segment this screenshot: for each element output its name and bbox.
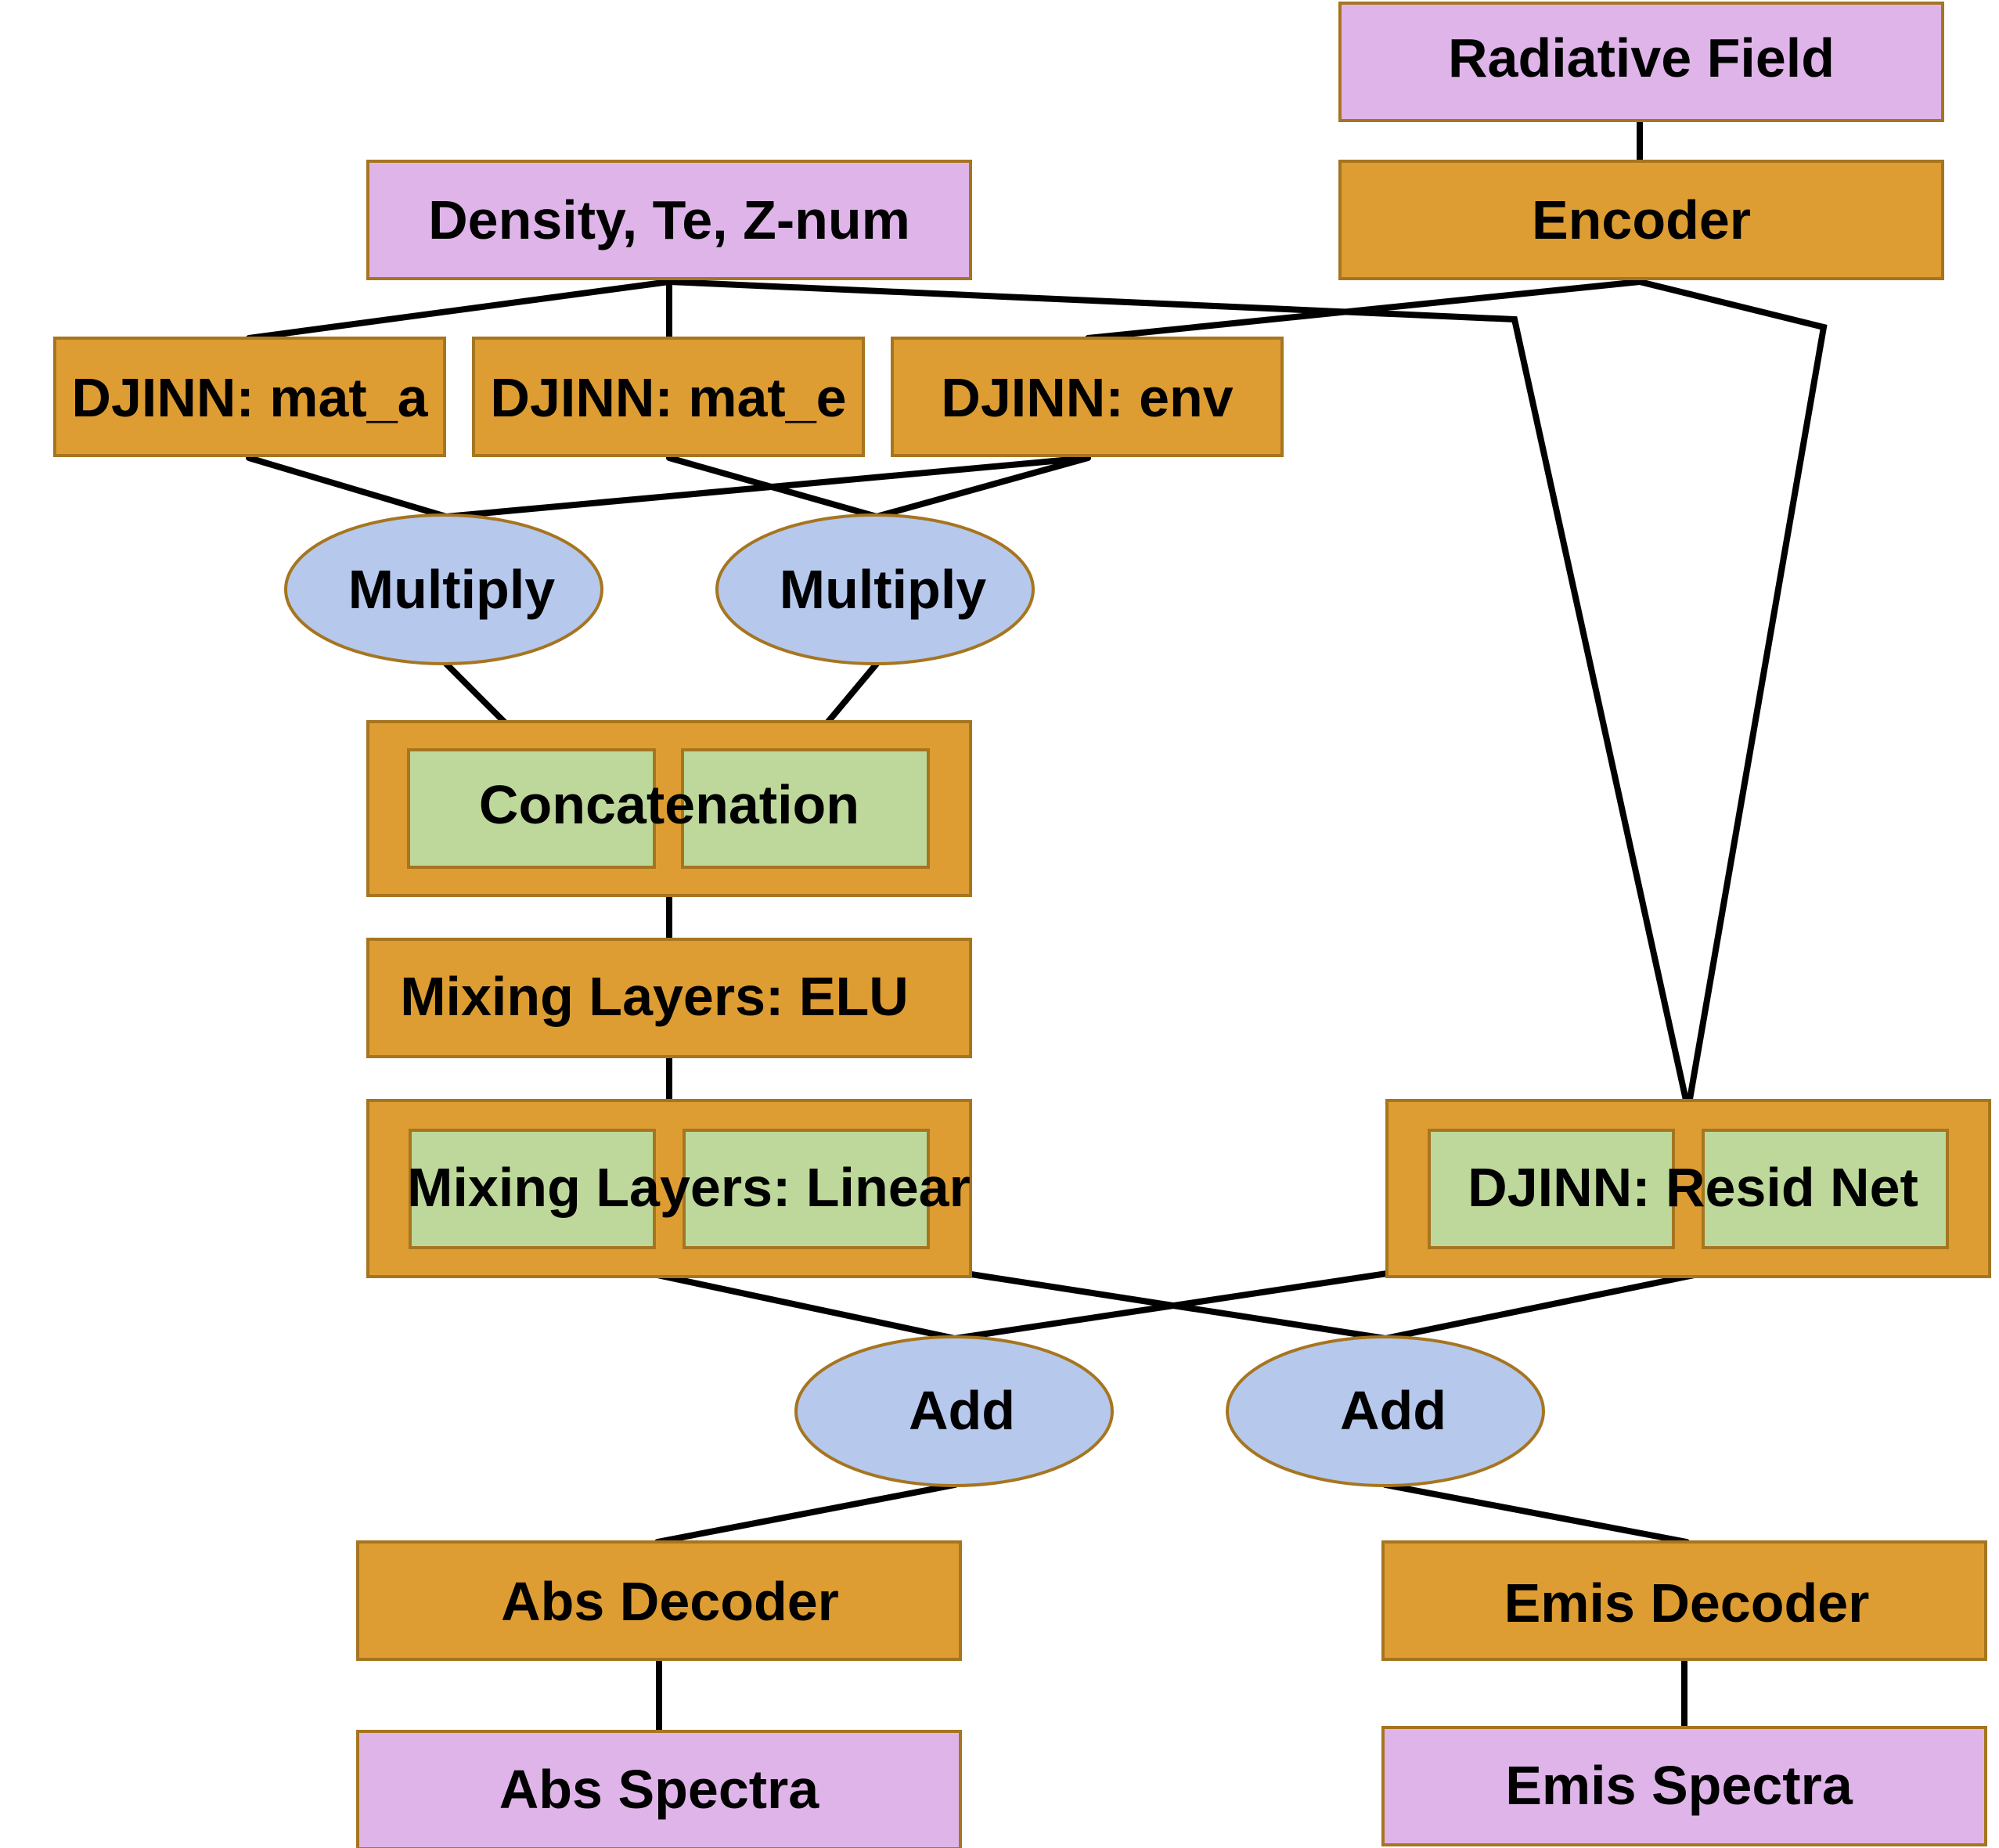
djinn-resid-net-node: DJINN: Resid Net <box>1385 1099 1991 1278</box>
abs-spectra-node: Abs Spectra <box>356 1730 962 1848</box>
resid-net-left-part <box>1428 1129 1675 1249</box>
djinn-env-node: DJINN: env <box>891 337 1284 457</box>
add-left-label: Add <box>909 1380 1015 1441</box>
edge-env-to-multiply-right <box>873 455 1091 520</box>
djinn-mat-a-label: DJINN: mat_a <box>71 367 428 428</box>
emis-spectra-label: Emis Spectra <box>1505 1755 1853 1816</box>
edge-mat-a-to-multiply-left <box>246 455 449 520</box>
djinn-mat-e-label: DJINN: mat_e <box>490 367 846 428</box>
edge-add-left-to-abs-decoder <box>654 1482 958 1545</box>
encoder-node: Encoder <box>1338 160 1944 280</box>
edges <box>246 117 1828 1735</box>
djinn-mat-a-node: DJINN: mat_a <box>53 337 446 457</box>
concatenation-label: Concatenation <box>479 774 859 835</box>
mixing-linear-node: Mixing Layers: Linear <box>366 1099 972 1278</box>
emis-decoder-node: Emis Decoder <box>1381 1540 1987 1661</box>
concatenation-right-part <box>681 748 930 869</box>
multiply-left-node: Multiply <box>284 513 603 665</box>
radiative-field-node: Radiative Field <box>1338 2 1944 122</box>
emis-decoder-label: Emis Decoder <box>1504 1572 1870 1634</box>
multiply-right-label: Multiply <box>780 559 986 620</box>
mixing-elu-label: Mixing Layers: ELU <box>400 966 909 1027</box>
djinn-env-label: DJINN: env <box>941 367 1233 428</box>
inputs-label: Density, Te, Z-num <box>428 189 910 250</box>
encoder-label: Encoder <box>1532 189 1751 250</box>
add-right-label: Add <box>1340 1380 1446 1441</box>
inputs-node: Density, Te, Z-num <box>366 160 972 280</box>
emis-spectra-node: Emis Spectra <box>1381 1726 1987 1846</box>
djinn-mat-e-node: DJINN: mat_e <box>472 337 865 457</box>
radiative-field-label: Radiative Field <box>1448 27 1835 88</box>
edge-inputs-to-mat-a <box>246 279 672 341</box>
edge-env-to-multiply-left <box>443 455 1091 520</box>
multiply-left-label: Multiply <box>348 559 555 620</box>
mixing-linear-label: Mixing Layers: Linear <box>407 1157 971 1218</box>
multiply-right-node: Multiply <box>715 513 1035 665</box>
resid-net-right-part <box>1702 1129 1949 1249</box>
mixing-elu-node: Mixing Layers: ELU <box>366 938 972 1058</box>
djinn-resid-net-label: DJINN: Resid Net <box>1468 1157 1918 1218</box>
edge-add-right-to-emis-decoder <box>1382 1482 1690 1545</box>
mixing-linear-right-part <box>683 1129 930 1249</box>
edge-inputs-to-resid-net <box>666 279 1690 1107</box>
concatenation-left-part <box>407 748 656 869</box>
mixing-linear-left-part <box>409 1129 656 1249</box>
abs-decoder-label: Abs Decoder <box>501 1571 839 1632</box>
edge-encoder-to-resid-net <box>1637 279 1828 1107</box>
add-right-node: Add <box>1226 1335 1545 1487</box>
add-left-node: Add <box>794 1335 1114 1487</box>
abs-decoder-node: Abs Decoder <box>356 1540 962 1661</box>
edge-encoder-to-env <box>1085 279 1643 341</box>
abs-spectra-label: Abs Spectra <box>499 1759 820 1820</box>
concatenation-node: Concatenation <box>366 720 972 897</box>
